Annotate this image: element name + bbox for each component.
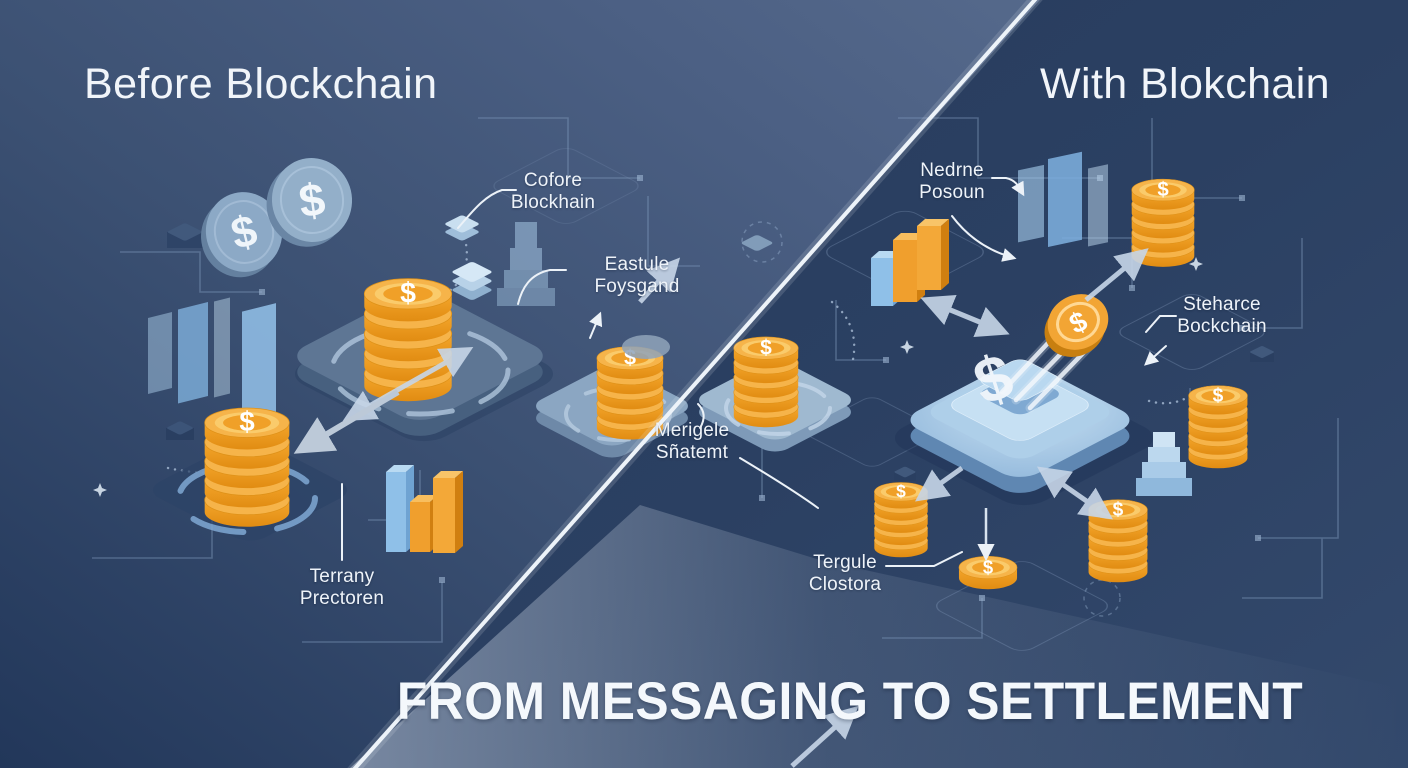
footer-glow-band (350, 505, 1408, 768)
right-scene: $ $ (741, 151, 1274, 590)
coin-stack (874, 480, 928, 558)
ziggurat-right (1136, 432, 1192, 496)
callout-line: Steharce (1183, 294, 1261, 315)
callout-terrany: Terrany Prectoren (257, 566, 427, 610)
footer-title: FROM MESSAGING TO SETTLEMENT (396, 672, 1304, 731)
left-scene: $ $ (148, 158, 859, 768)
right-section-title: With Blokchain (1040, 60, 1330, 108)
flying-coin: $ (1044, 294, 1109, 357)
coin-stack (1088, 499, 1148, 583)
dollar-disc: $ (201, 192, 283, 278)
diagonal-divider (347, 0, 1043, 768)
ziggurat-tower (497, 222, 555, 306)
callout-tergule: Tergule Clostora (760, 552, 930, 596)
coin-stack (204, 405, 290, 528)
bar-chart-left (386, 465, 463, 553)
callout-line: Blockhain (510, 192, 596, 213)
callout-line: Cofore (523, 170, 583, 191)
callout-line: Sñatemt (655, 442, 729, 463)
callout-eastule: Eastule Foysgand (552, 254, 722, 298)
callout-line: Nedrne (920, 160, 984, 181)
callout-leaders (341, 177, 1177, 567)
left-section-title: Before Blockchain (84, 60, 438, 108)
callout-line: Bockchain (1177, 316, 1267, 337)
callout-steharce: Steharce Bockchain (1137, 294, 1307, 338)
dollar-disc: $ (266, 158, 353, 247)
sparkles (93, 257, 1203, 497)
callout-line: Prectoren (299, 588, 385, 609)
callout-cofore: Cofore Blockhain (468, 170, 638, 214)
cube-cluster-right (741, 235, 1274, 481)
callout-line: Merigele (654, 420, 730, 441)
glass-panels-right (1018, 151, 1108, 247)
bar-chart-right (871, 219, 949, 306)
callout-merigele: Merigele Sñatemt (607, 420, 777, 464)
coin-stack (733, 336, 799, 428)
callout-line: Posoun (919, 182, 985, 203)
callout-nedrne: Nedrne Posoun (867, 160, 1037, 204)
arrow-to-coins (293, 389, 400, 454)
callout-line: Terrany (309, 566, 375, 587)
single-coin (958, 555, 1018, 590)
plate-stacks (445, 215, 492, 300)
coin-stack (1188, 385, 1248, 469)
callout-line: Clostora (808, 574, 882, 595)
callout-line: Foysgand (594, 276, 680, 297)
callout-line: Tergule (813, 552, 877, 573)
callout-line: Eastule (604, 254, 670, 275)
right-arrows (915, 248, 1149, 520)
blob (622, 335, 670, 359)
glass-panels (148, 297, 276, 422)
